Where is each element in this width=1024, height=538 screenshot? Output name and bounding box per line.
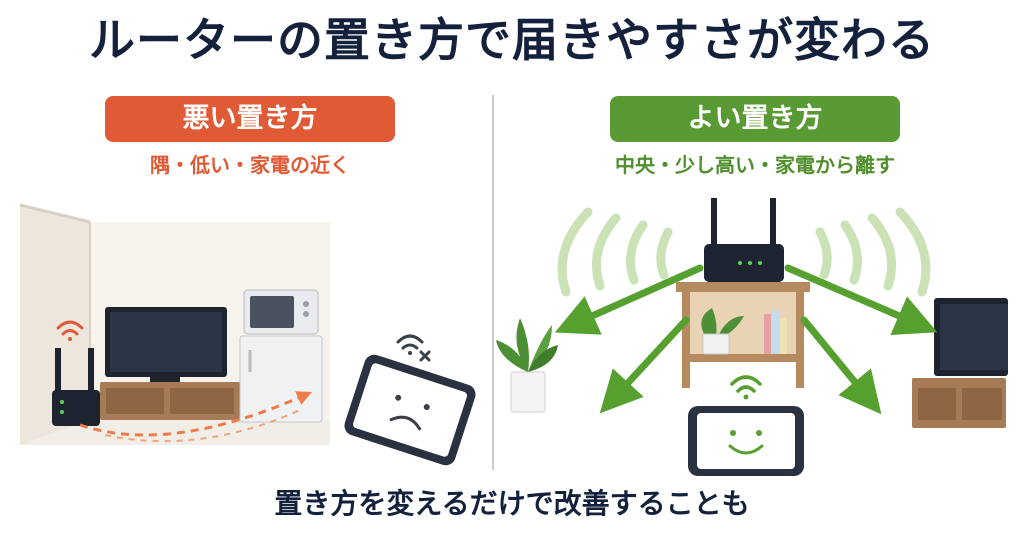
wifi-icon (730, 375, 762, 400)
signal-arrows (554, 264, 938, 415)
tv-icon (912, 298, 1008, 428)
fridge (239, 335, 323, 423)
bad-placement-description: 隅・低い・家電の近く (150, 153, 350, 177)
signal-waves-left (557, 207, 673, 297)
signal-waves-right (815, 207, 931, 297)
bad-placement-badge: 悪い置き方 (105, 96, 395, 142)
sad-face-icon (389, 394, 430, 431)
router-icon (52, 348, 100, 426)
plant-icon (496, 318, 558, 413)
wifi-off-icon (396, 334, 431, 362)
footer-caption: 置き方を変えるだけで改善することも (274, 487, 750, 520)
shelf (676, 282, 810, 388)
divider (492, 95, 494, 470)
sad-tablet (344, 354, 476, 466)
microwave-icon (243, 289, 319, 335)
wifi-icon (56, 320, 84, 341)
tv-icon (100, 307, 240, 420)
good-placement-badge: よい置き方 (610, 96, 900, 142)
smile-face-icon (728, 430, 764, 455)
happy-tablet (688, 406, 804, 476)
router-icon (704, 198, 784, 282)
page-title: ルーターの置き方で届きやすさが変わる (89, 13, 935, 67)
good-placement-description: 中央・少し高い・家電から離す (615, 153, 895, 177)
